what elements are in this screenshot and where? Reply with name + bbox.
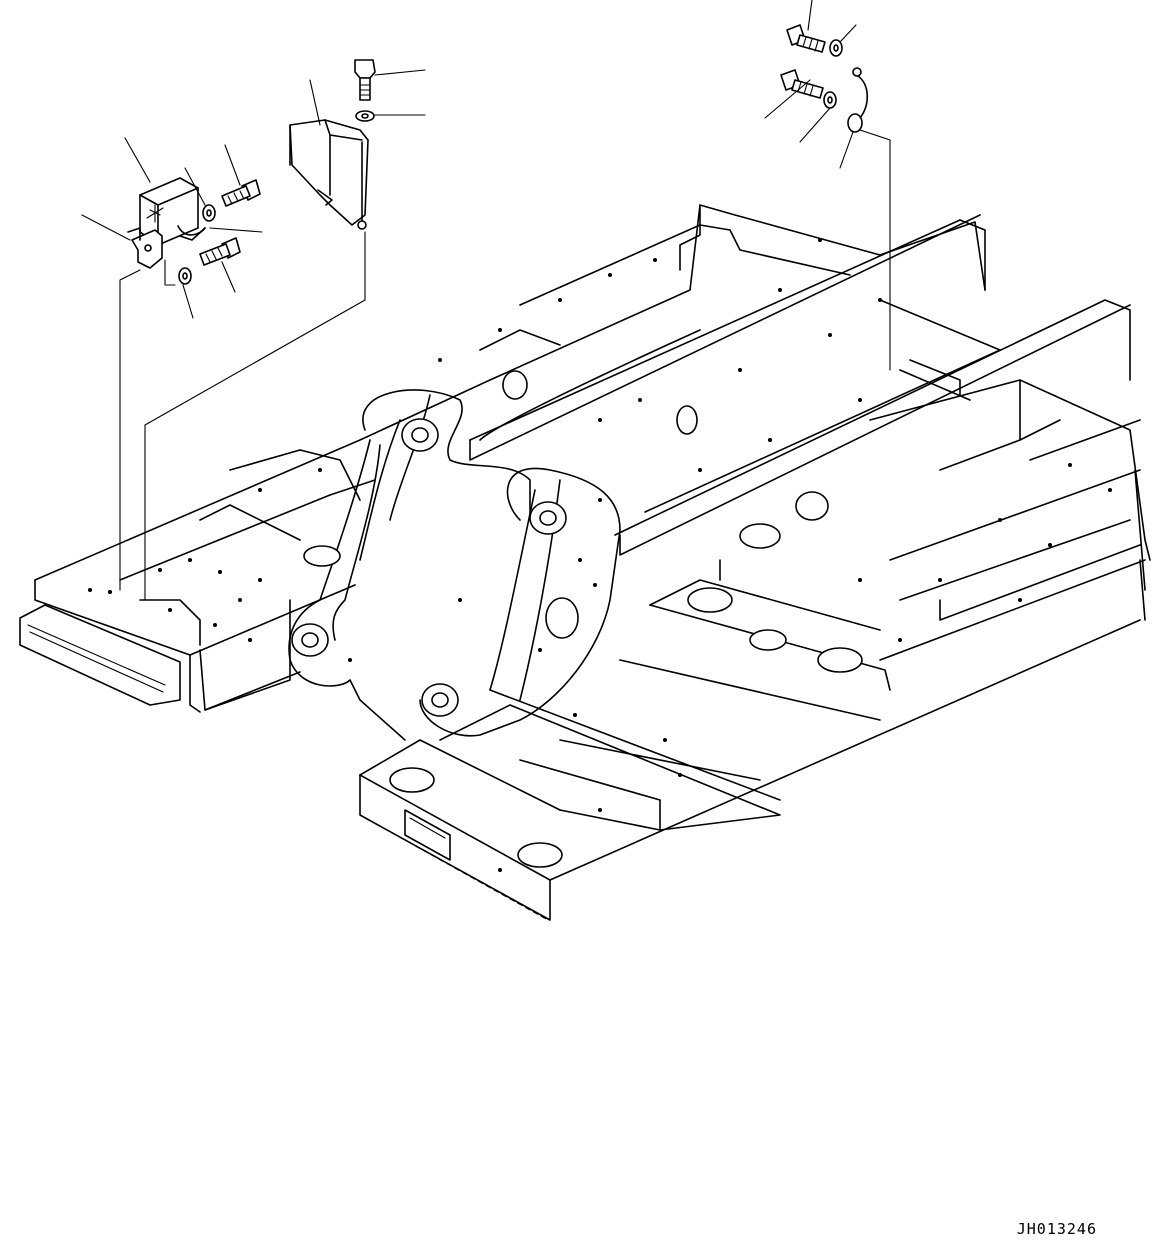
lamp-bracket [127,227,163,269]
ground-cable [179,67,869,241]
leader-lines [81,0,857,319]
work-lamp [139,177,206,246]
assembly-lines [119,129,891,601]
washer [178,39,843,285]
revolving-frame [19,204,1151,921]
hex-bolt [199,24,826,266]
drawing-id-label: JH013246 [1016,1220,1097,1238]
lamp-cover [289,119,369,226]
frame-holes [88,238,1112,872]
